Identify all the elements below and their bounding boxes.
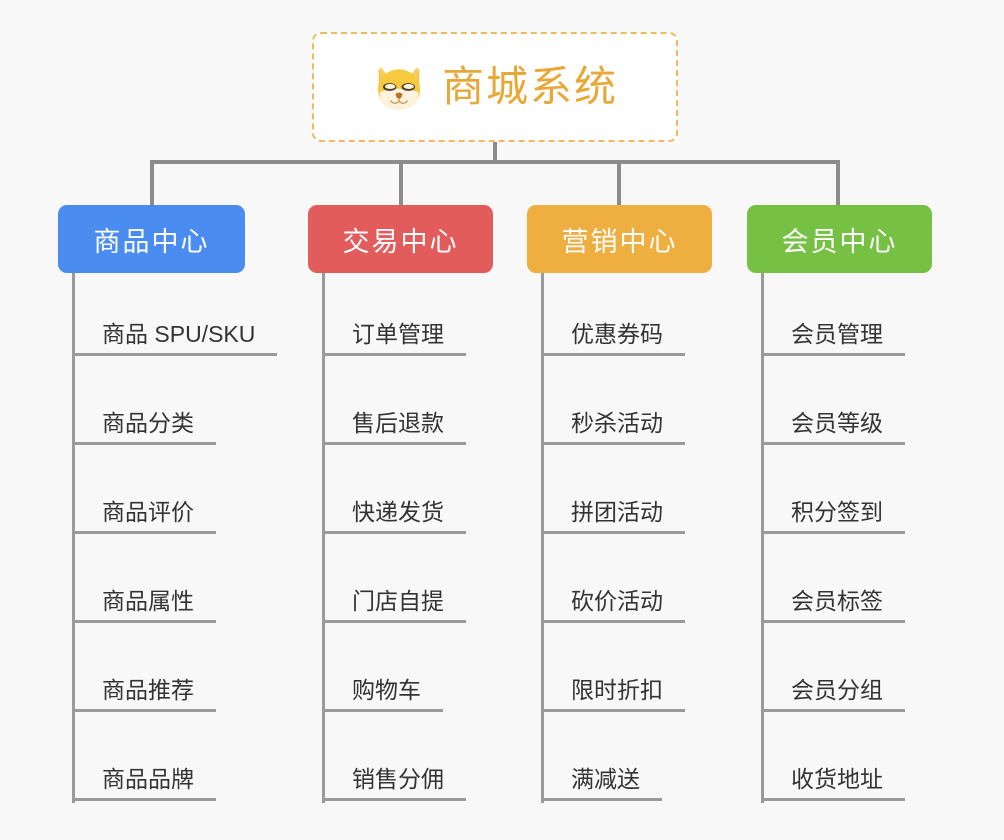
leaf-item[interactable]: 会员等级 <box>761 410 905 446</box>
leaf-item[interactable]: 商品 SPU/SKU <box>72 321 278 357</box>
root-node[interactable]: 商城系统 <box>312 32 678 142</box>
leaf-item[interactable]: 售后退款 <box>322 410 466 446</box>
leaf-item[interactable]: 砍价活动 <box>541 588 685 624</box>
leaf-item[interactable]: 会员管理 <box>761 321 905 357</box>
category-header-product-center[interactable]: 商品中心 <box>58 205 245 273</box>
connector-drop-3 <box>617 160 621 205</box>
connector-drop-4 <box>836 160 840 205</box>
branch-spine <box>322 273 325 803</box>
connector-root-stem <box>493 142 497 164</box>
leaf-item[interactable]: 限时折扣 <box>541 677 685 713</box>
category-header-member-center[interactable]: 会员中心 <box>747 205 932 273</box>
branch-spine <box>761 273 764 803</box>
leaf-item[interactable]: 满减送 <box>541 766 662 802</box>
leaf-item[interactable]: 商品评价 <box>72 499 216 535</box>
leaf-item[interactable]: 商品属性 <box>72 588 216 624</box>
leaf-item[interactable]: 商品分类 <box>72 410 216 446</box>
leaf-item[interactable]: 销售分佣 <box>322 766 466 802</box>
root-title: 商城系统 <box>441 63 618 110</box>
branch-spine <box>72 273 75 803</box>
leaf-item[interactable]: 拼团活动 <box>541 499 685 535</box>
leaf-item[interactable]: 商品推荐 <box>72 677 216 713</box>
connector-drop-1 <box>150 160 154 205</box>
leaf-item[interactable]: 优惠券码 <box>541 321 685 357</box>
category-label: 交易中心 <box>342 226 459 257</box>
connector-horizontal-bus <box>150 160 840 164</box>
leaf-item[interactable]: 快递发货 <box>322 499 466 535</box>
category-label: 会员中心 <box>781 226 898 257</box>
category-label: 商品中心 <box>93 226 210 257</box>
shiba-dog-face-icon <box>377 66 421 110</box>
leaf-item[interactable]: 秒杀活动 <box>541 410 685 446</box>
category-header-marketing-center[interactable]: 营销中心 <box>527 205 712 273</box>
leaf-item[interactable]: 门店自提 <box>322 588 466 624</box>
leaf-item[interactable]: 商品品牌 <box>72 766 216 802</box>
leaf-item[interactable]: 订单管理 <box>322 321 466 357</box>
leaf-item[interactable]: 积分签到 <box>761 499 905 535</box>
leaf-item[interactable]: 收货地址 <box>761 766 905 802</box>
category-label: 营销中心 <box>561 226 678 257</box>
branch-spine <box>541 273 544 803</box>
category-header-trade-center[interactable]: 交易中心 <box>308 205 493 273</box>
connector-drop-2 <box>399 160 403 205</box>
leaf-item[interactable]: 会员标签 <box>761 588 905 624</box>
leaf-item[interactable]: 购物车 <box>322 677 443 713</box>
leaf-item[interactable]: 会员分组 <box>761 677 905 713</box>
